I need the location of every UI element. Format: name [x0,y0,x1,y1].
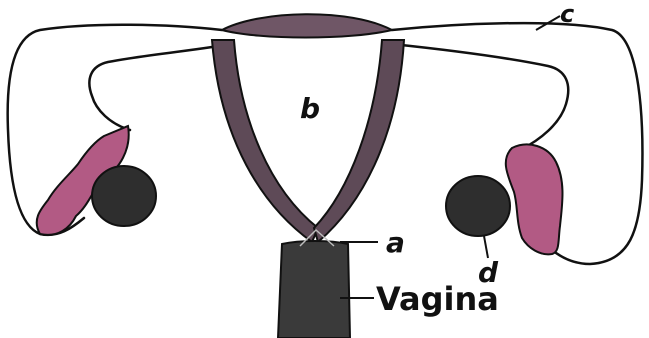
right-fallopian-tube [392,23,642,264]
right-fimbriae [506,144,563,254]
label-c: c [560,0,574,28]
uterine-fundus [222,14,392,37]
left-ovary [92,166,156,226]
right-ovary [446,176,510,236]
label-a: a [386,226,405,259]
leader-line-d [484,236,488,258]
uterine-wall-left [212,40,318,242]
label-b: b [300,92,320,125]
uterine-wall-right [314,40,404,242]
label-vagina: Vagina [376,280,499,318]
vagina [278,241,350,338]
